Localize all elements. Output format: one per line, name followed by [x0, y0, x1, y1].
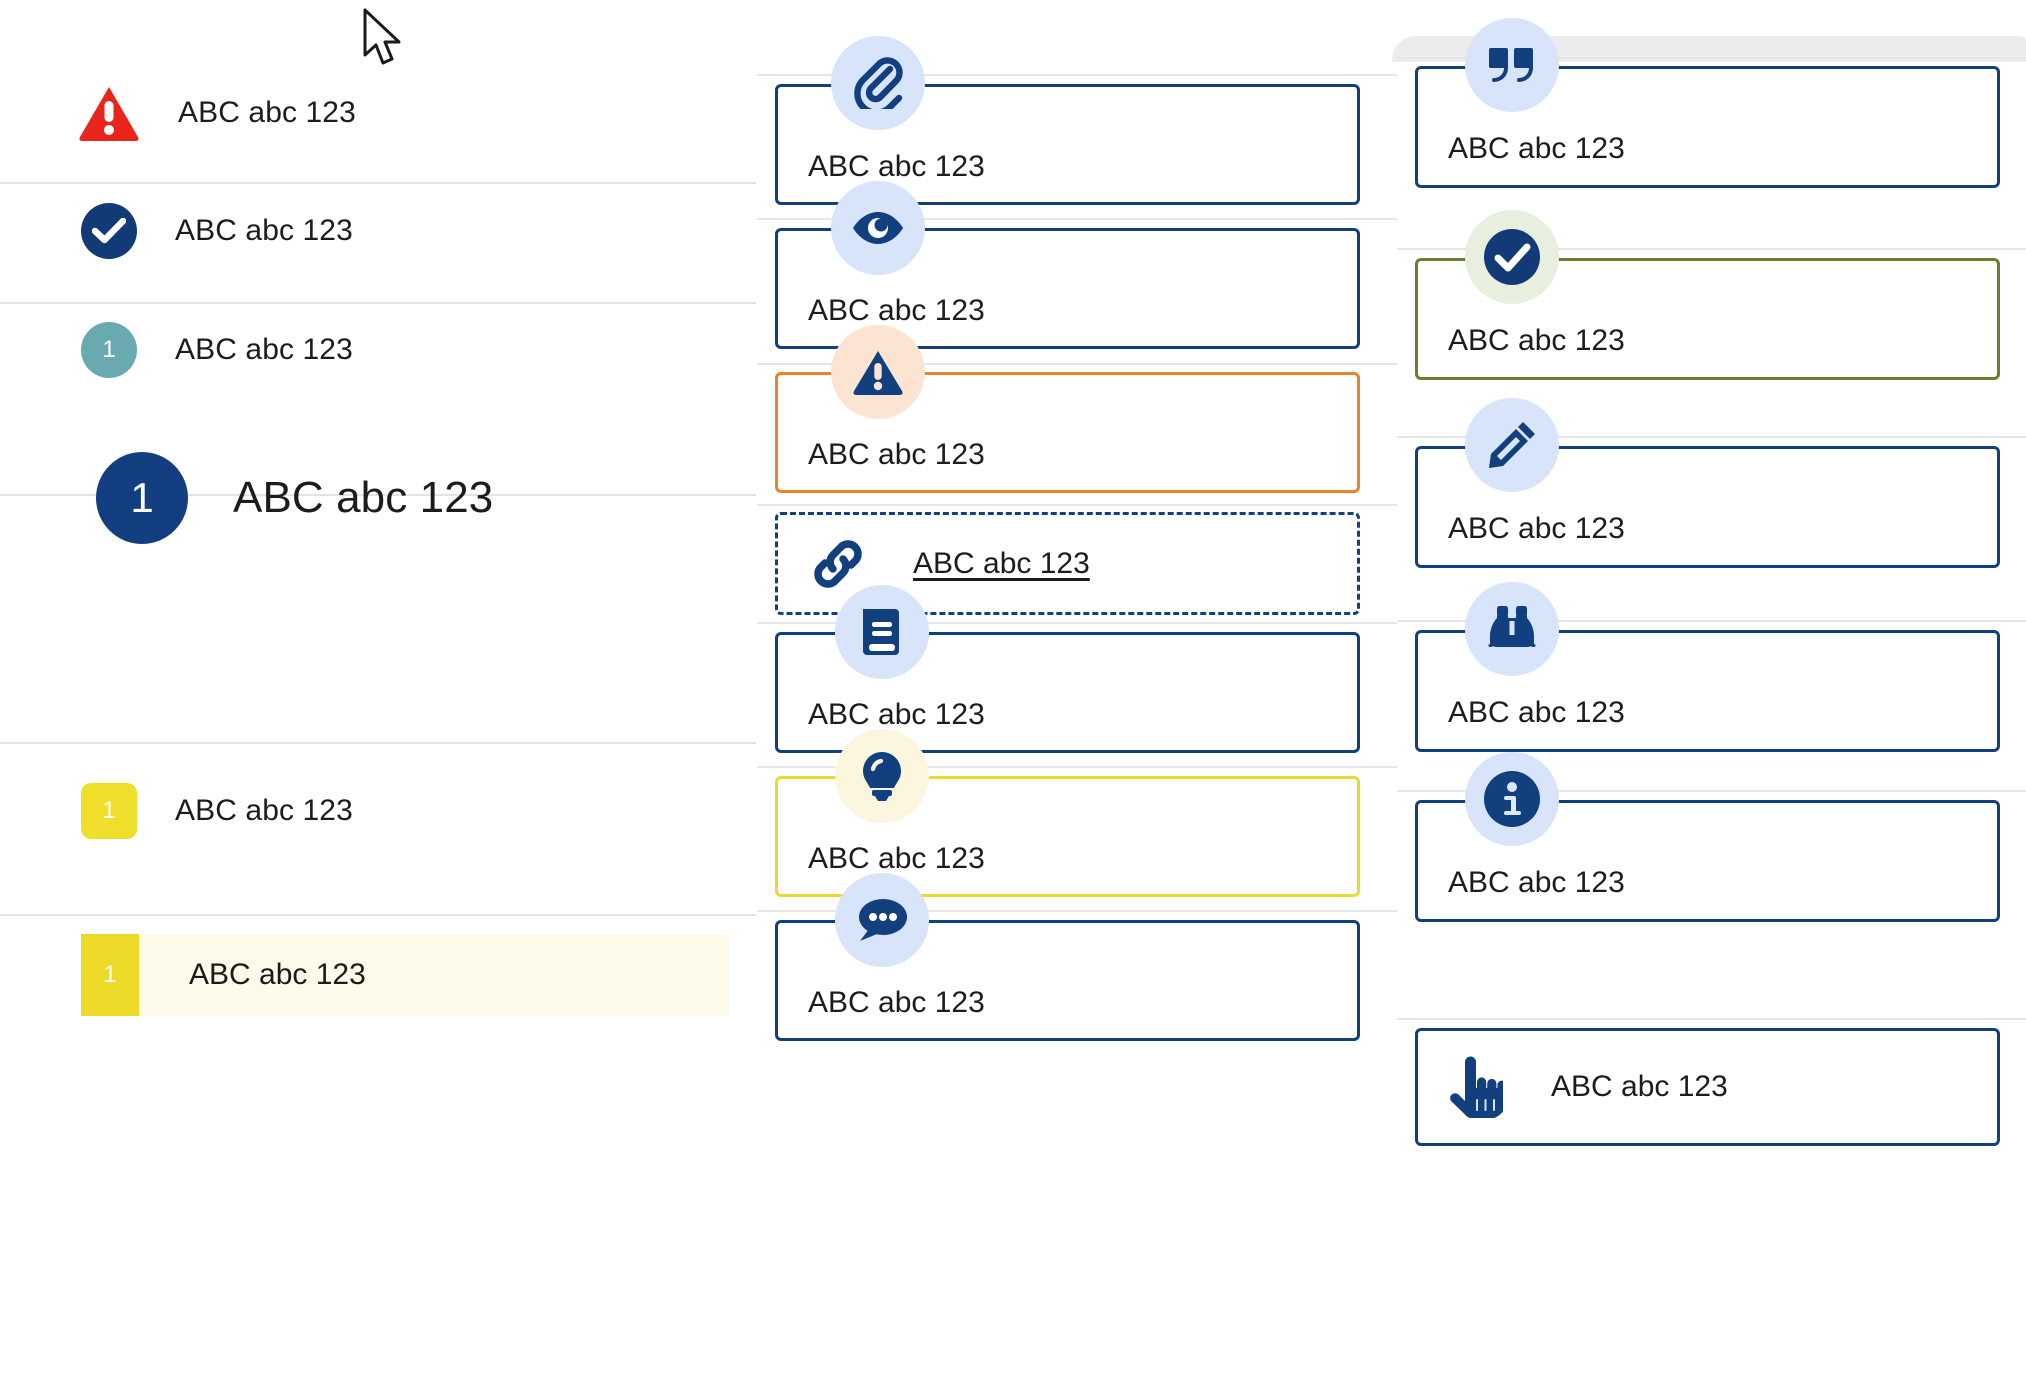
- list-item-large[interactable]: 1 ABC abc 123: [0, 426, 756, 570]
- card-label: ABC abc 123: [808, 438, 985, 471]
- card-label: ABC abc 123: [1448, 866, 1625, 899]
- card-link-content[interactable]: ABC abc 123: [775, 512, 1360, 615]
- info-icon: [1465, 752, 1559, 846]
- number-badge-square: 1: [81, 783, 137, 839]
- number-badge-circle-large: 1: [96, 452, 188, 544]
- binoculars-icon: [1465, 582, 1559, 676]
- card-label: ABC abc 123: [1551, 1070, 1728, 1103]
- badge-number: 1: [102, 797, 116, 824]
- list-item-label: ABC abc 123: [175, 214, 353, 247]
- warning-triangle-icon: [78, 85, 140, 141]
- list-item-label: ABC abc 123: [178, 96, 356, 129]
- card-label: ABC abc 123: [808, 294, 985, 327]
- divider: [757, 218, 1397, 220]
- divider: [1397, 248, 2026, 250]
- card-pointing-hand-content[interactable]: ABC abc 123: [1415, 1028, 2000, 1146]
- left-list-panel: ABC abc 123 ABC abc 123 1 ABC abc 123 1 …: [0, 0, 756, 1392]
- divider: [757, 363, 1397, 365]
- card-link-label[interactable]: ABC abc 123: [913, 546, 1090, 580]
- card-eye[interactable]: ABC abc 123: [775, 228, 1360, 349]
- card-label: ABC abc 123: [808, 698, 985, 731]
- warning-icon: [831, 325, 925, 419]
- divider: [757, 910, 1397, 912]
- divider: [0, 494, 756, 496]
- list-item-label: ABC abc 123: [189, 958, 366, 991]
- card-pointing-hand[interactable]: [1415, 1028, 2000, 1146]
- link-icon: [811, 537, 865, 591]
- check-circle-icon: [81, 203, 137, 259]
- list-item[interactable]: ABC abc 123: [0, 176, 756, 286]
- list-item-label: ABC abc 123: [175, 333, 353, 366]
- divider: [0, 914, 756, 916]
- badge-number: 1: [130, 474, 154, 521]
- divider: [1397, 57, 2026, 59]
- list-item-label: ABC abc 123: [175, 794, 353, 827]
- lightbulb-icon: [835, 729, 929, 823]
- list-item[interactable]: 1 ABC abc 123: [0, 756, 756, 866]
- divider: [0, 742, 756, 744]
- eye-icon: [831, 181, 925, 275]
- card-label: ABC abc 123: [808, 842, 985, 875]
- pencil-icon: [1465, 398, 1559, 492]
- quote-icon: [1465, 18, 1559, 112]
- badge-number: 1: [102, 336, 116, 363]
- check-circle-icon: [1465, 210, 1559, 304]
- paperclip-icon: [831, 36, 925, 130]
- divider: [1397, 620, 2026, 622]
- divider: [757, 622, 1397, 624]
- card-label: ABC abc 123: [1448, 132, 1625, 165]
- list-item-label: ABC abc 123: [233, 473, 494, 522]
- divider: [757, 504, 1397, 506]
- divider: [0, 302, 756, 304]
- card-label: ABC abc 123: [808, 150, 985, 183]
- divider: [1397, 790, 2026, 792]
- divider: [757, 74, 1397, 76]
- badge-number: 1: [103, 961, 117, 988]
- divider: [1397, 1018, 2026, 1020]
- card-label: ABC abc 123: [1448, 696, 1625, 729]
- divider: [1397, 436, 2026, 438]
- card-label: ABC abc 123: [808, 986, 985, 1019]
- list-item[interactable]: ABC abc 123: [0, 58, 756, 168]
- card-label: ABC abc 123: [1448, 324, 1625, 357]
- list-item[interactable]: 1 ABC abc 123: [0, 295, 756, 405]
- divider: [757, 766, 1397, 768]
- chat-bubble-icon: [835, 873, 929, 967]
- number-badge-bar: 1: [81, 934, 139, 1016]
- book-icon: [835, 585, 929, 679]
- list-item-highlighted[interactable]: 1 ABC abc 123: [81, 934, 729, 1016]
- divider: [0, 182, 756, 184]
- card-label: ABC abc 123: [1448, 512, 1625, 545]
- pointing-hand-icon: [1447, 1056, 1503, 1118]
- number-badge-circle: 1: [81, 322, 137, 378]
